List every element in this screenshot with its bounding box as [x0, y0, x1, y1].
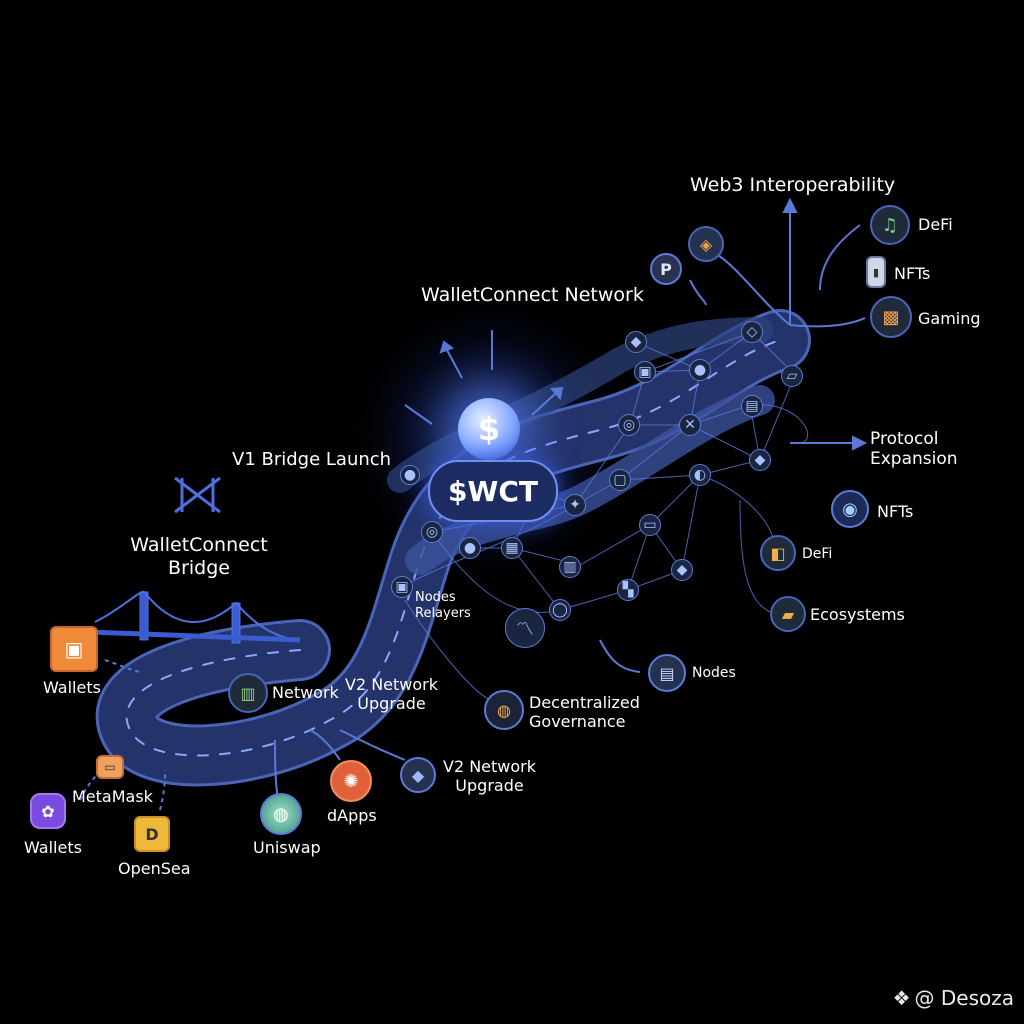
author-handle: @ Desoza — [914, 986, 1014, 1010]
node-icon: ◐ — [689, 464, 711, 486]
label-dapps: dApps — [327, 806, 377, 825]
node-icon: ▣ — [634, 361, 656, 383]
bridge-illustration — [89, 590, 301, 644]
node-icon: ◆ — [749, 449, 771, 471]
gaming-icon: ▩ — [870, 296, 912, 338]
label-nodes-relayers: Nodes Relayers — [415, 590, 471, 621]
v2-upgrade-icon: ◆ — [400, 757, 436, 793]
node-icon: ▥ — [559, 556, 581, 578]
label-v2-network-upgrade-bottom: V2 Network Upgrade — [443, 757, 537, 796]
uniswap-globe-icon: ◍ — [260, 793, 302, 835]
node-icon: ▢ — [609, 469, 631, 491]
opensea-icon: D — [134, 816, 170, 852]
nodes-server-icon: ▤ — [648, 654, 686, 692]
node-icon: ▦ — [501, 537, 523, 559]
node-icon: ▭ — [639, 514, 661, 536]
node-icon: ◎ — [618, 414, 640, 436]
wallets-box-icon: ▣ — [50, 626, 98, 672]
node-icon: ◇ — [741, 321, 763, 343]
diamond-logo-icon: ❖ — [892, 986, 911, 1010]
label-v1-bridge-launch: V1 Bridge Launch — [232, 449, 392, 470]
node-icon: ◯ — [549, 599, 571, 621]
network-icon: ▥ — [228, 673, 268, 713]
label-network: Network — [272, 683, 339, 702]
node-icon: ▤ — [741, 395, 763, 417]
defi-icon: ♫ — [870, 205, 910, 245]
wct-coin-icon: $ — [458, 398, 520, 460]
label-ecosystems: Ecosystems — [810, 605, 905, 624]
node-icon: ✕ — [679, 414, 701, 436]
label-nfts-right: NFTs — [877, 502, 914, 521]
analytics-icon: 〽 — [505, 608, 545, 648]
node-icon: ● — [459, 537, 481, 559]
wallets-shield-icon: ✿ — [30, 793, 66, 829]
node-icon: ▣ — [391, 576, 413, 598]
label-decentralized-governance: Decentralized Governance — [529, 693, 640, 732]
label-walletconnect-bridge: WalletConnect Bridge — [130, 534, 268, 579]
label-web3-interoperability: Web3 Interoperability — [690, 174, 896, 196]
ecosystems-icon: ▰ — [770, 596, 806, 632]
p-token-icon: P — [650, 253, 682, 285]
node-icon: ● — [400, 465, 420, 485]
node-icon: ◆ — [671, 559, 693, 581]
label-protocol-expansion: Protocol Expansion — [870, 429, 958, 470]
nfts-orb-icon: ◉ — [831, 490, 869, 528]
label-wallets-bottom: Wallets — [24, 838, 82, 857]
node-icon: ◎ — [421, 521, 443, 543]
label-metamask: MetaMask — [72, 787, 153, 806]
defi-box-icon: ◧ — [760, 535, 796, 571]
label-opensea: OpenSea — [118, 859, 191, 878]
node-icon: ▚ — [617, 579, 639, 601]
label-wallets-top: Wallets — [43, 678, 101, 697]
label-nfts-top: NFTs — [894, 264, 931, 283]
nfts-phone-icon: ▮ — [866, 256, 886, 288]
node-icon: ✦ — [564, 494, 586, 516]
label-v2-network-upgrade-mid: V2 Network Upgrade — [345, 675, 439, 714]
node-icon: ● — [689, 359, 711, 381]
walletconnect-bridge-logo-icon — [174, 476, 221, 514]
label-walletconnect-network: WalletConnect Network — [421, 284, 644, 306]
label-defi-right: DeFi — [802, 546, 833, 562]
node-icon: ◆ — [625, 331, 647, 353]
node-icon: ▱ — [781, 365, 803, 387]
dapps-icon: ✺ — [330, 760, 372, 802]
label-uniswap: Uniswap — [253, 838, 321, 857]
label-nodes: Nodes — [692, 665, 736, 681]
wct-token-badge: $WCT — [428, 460, 558, 522]
governance-icon: ◍ — [484, 690, 524, 730]
author-watermark: ❖ @ Desoza — [893, 986, 1014, 1010]
metamask-icon: ▭ — [96, 755, 124, 779]
label-defi-top: DeFi — [918, 215, 953, 234]
label-gaming: Gaming — [918, 309, 981, 328]
cube-icon: ◈ — [688, 226, 724, 262]
